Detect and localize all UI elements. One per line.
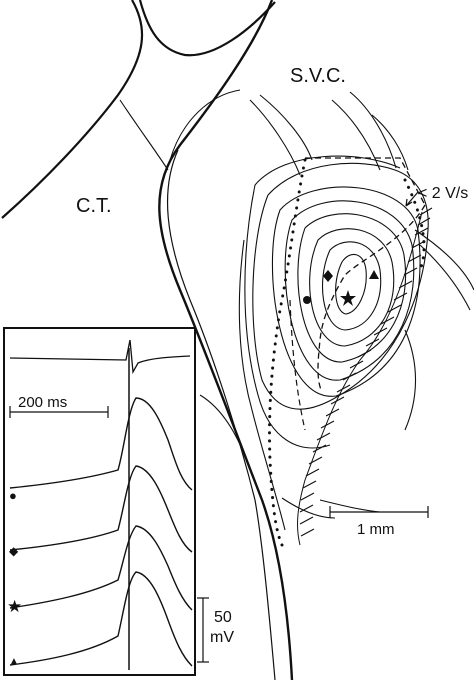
contour-open-5: [371, 114, 409, 171]
trace-marker-star: ★: [7, 597, 22, 616]
reference-trace: [9, 339, 191, 375]
contour-outer-1: [252, 162, 429, 410]
contour-open-12: [319, 499, 381, 513]
crista-terminalis-left-edge: [1, 0, 144, 219]
dashed-boundary: [305, 157, 426, 393]
contour-open-6: [414, 229, 474, 291]
svc-label: S.V.C.: [290, 65, 346, 87]
dvdt-arrow: [405, 191, 419, 207]
voltage-scale-value: 50: [214, 609, 232, 626]
map-marker-triangle: [369, 270, 379, 279]
contour-ring-5: [284, 200, 415, 381]
action-potential-trace-3: [9, 525, 193, 611]
contour-open-10: [238, 239, 286, 531]
action-potential-trace-4: [9, 571, 193, 667]
dotted-boundary-right: [403, 178, 426, 272]
dvdt-label: < 2 V/s: [418, 185, 468, 202]
action-potential-trace-1: [9, 397, 193, 491]
map-marker-circle: [303, 296, 311, 304]
action-potential-trace-2: [9, 465, 193, 553]
trace-inset: 200 ms ● ◆ ★ ▲: [3, 327, 196, 676]
dotted-boundary: [267, 158, 307, 547]
hatch-strokes: [299, 207, 433, 537]
trace-marker-triangle: ▲: [9, 656, 19, 667]
voltage-scale-unit: mV: [210, 629, 234, 646]
trace-marker-circle: ●: [9, 488, 17, 503]
contour-open-4: [349, 91, 397, 169]
ct-label: C.T.: [76, 195, 112, 217]
crista-terminalis-thin-edge: [166, 149, 276, 680]
time-scale-label: 200 ms: [18, 394, 67, 411]
contour-open-11: [119, 99, 169, 171]
contour-ring-4: [297, 213, 407, 363]
crista-terminalis-arch: [138, 0, 276, 57]
map-markers: [303, 270, 379, 306]
hatched-band: [297, 207, 433, 546]
hatched-band-edge: [297, 211, 423, 546]
anatomy-outline: [1, 0, 294, 680]
contour-ring-2: [321, 241, 382, 331]
map-marker-diamond: [323, 270, 333, 282]
contour-ring-1: [335, 253, 367, 315]
contour-open-8: [404, 329, 417, 431]
contour-outer-2: [244, 155, 401, 449]
crista-thin-line-2: [169, 89, 241, 161]
time-scale-bar: [9, 406, 109, 418]
map-marker-star: [340, 290, 356, 306]
contour-open-1: [249, 99, 301, 176]
contour-open-2: [259, 94, 313, 161]
contour-open-13: [281, 497, 336, 519]
isochrone-contours: [119, 91, 474, 531]
contour-open-7: [419, 244, 471, 311]
contour-open-9: [199, 394, 251, 471]
trace-marker-diamond: ◆: [9, 544, 19, 558]
length-scale-label: 1 mm: [357, 521, 395, 538]
voltage-scale-bar: [197, 597, 209, 663]
inset-frame: [3, 327, 196, 676]
contour-open-3: [331, 99, 381, 171]
crista-terminalis-main-edge: [158, 0, 294, 680]
contour-ring-3: [309, 228, 395, 347]
length-scale-bar: [329, 506, 429, 518]
